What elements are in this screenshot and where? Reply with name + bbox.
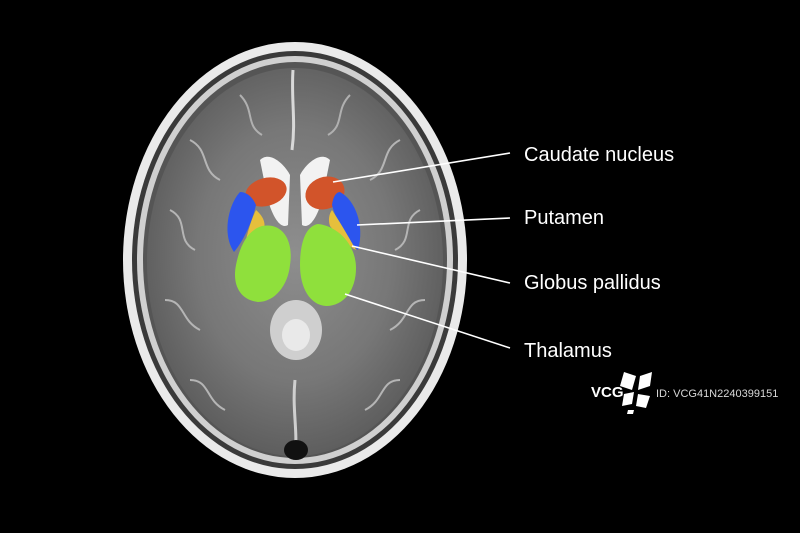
brain-tissue	[147, 68, 443, 460]
label-caudate-nucleus: Caudate nucleus	[524, 144, 675, 166]
leader-caudate	[332, 152, 511, 183]
putamen-left	[227, 192, 256, 252]
structure-thalamus	[234, 224, 356, 306]
caudate-left	[245, 177, 287, 207]
globus-right	[328, 210, 356, 250]
label-putamen: Putamen	[524, 207, 605, 229]
vcg-logo: VCG	[591, 372, 652, 414]
label-thalamus: Thalamus	[524, 340, 612, 362]
thalamus-right	[300, 224, 356, 306]
structure-caudate	[245, 176, 345, 210]
logo-mark	[620, 372, 636, 390]
leader-globus	[351, 245, 511, 284]
putamen-right	[332, 192, 361, 250]
thalamus-left	[234, 225, 291, 302]
leader-thalamus	[344, 293, 511, 349]
structure-putamen	[227, 192, 361, 252]
label-globus-pallidus: Globus pallidus	[524, 272, 661, 294]
leader-putamen	[356, 217, 511, 226]
watermark-id: ID: VCG41N2240399151	[656, 388, 779, 400]
vcg-brand: VCG	[591, 384, 624, 401]
leader-lines	[332, 152, 511, 349]
